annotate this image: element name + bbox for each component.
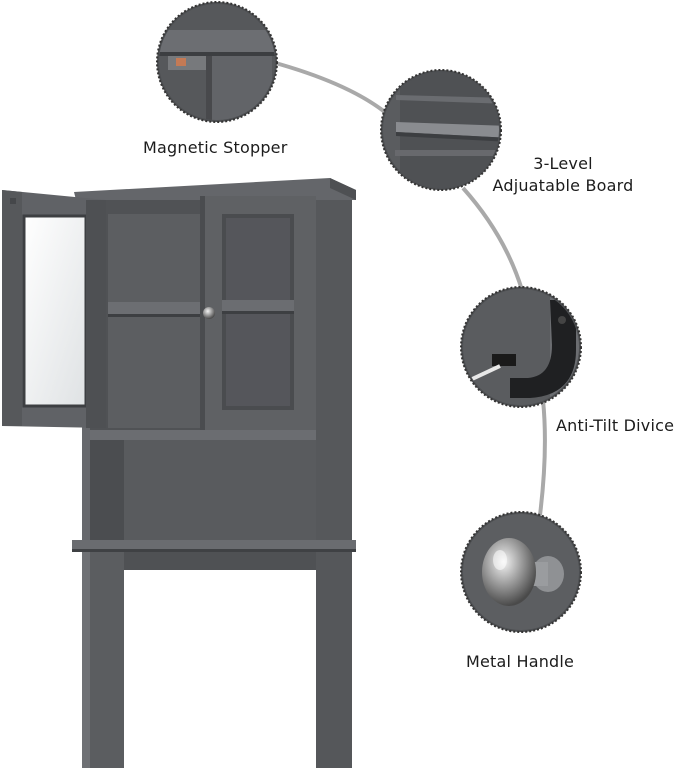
cabinet-top [74, 178, 356, 200]
label-metal-handle: Metal Handle [466, 652, 575, 671]
label-adjustable-board: 3-Level Adjuatable Board [488, 153, 638, 197]
connector-line [271, 60, 394, 120]
knob-detail-icon [460, 511, 582, 633]
cabinet-leg-right [316, 548, 352, 768]
label-magnetic-stopper: Magnetic Stopper [143, 138, 288, 157]
cabinet-shelf-board [72, 540, 356, 551]
connector-line [538, 399, 547, 516]
connector-line [461, 186, 524, 291]
shelf-detail-icon [380, 69, 502, 191]
label-adjustable-board-line1: 3-Level [533, 154, 593, 173]
cabinet-knob [203, 307, 215, 319]
bracket-detail-icon [460, 286, 582, 408]
magnet-detail-icon [156, 1, 278, 123]
label-adjustable-board-line2: Adjuatable Board [492, 176, 634, 195]
label-anti-tilt-device: Anti-Tilt Divice [556, 416, 675, 435]
